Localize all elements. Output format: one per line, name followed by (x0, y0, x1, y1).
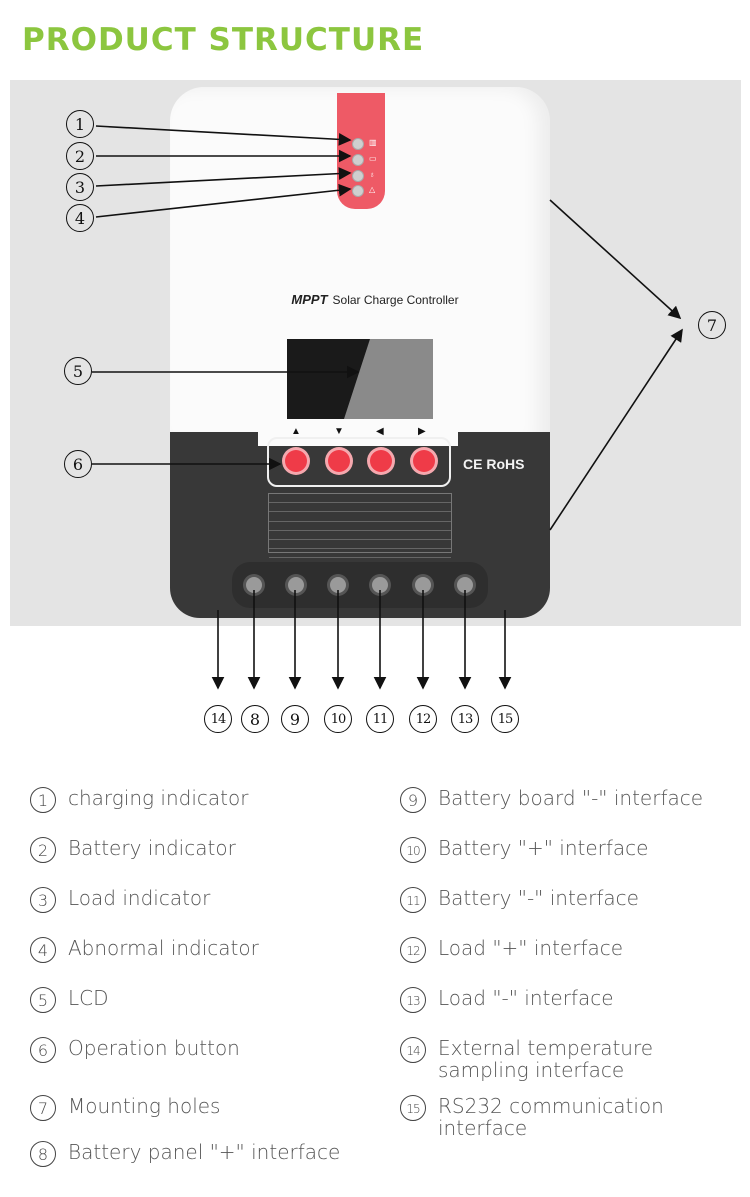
callout-14: 14 (204, 705, 232, 733)
page-title: PRODUCT STRUCTURE (22, 22, 425, 58)
callout-8: 8 (241, 705, 269, 733)
solar-panel-icon: ▥ (369, 138, 377, 147)
port-10 (330, 577, 346, 593)
port-9 (288, 577, 304, 593)
callout-4: 4 (66, 204, 94, 232)
down-button[interactable] (328, 450, 350, 472)
battery-icon: ▭ (369, 154, 377, 163)
callout-5: 5 (64, 357, 92, 385)
brand-label: MPPT Solar Charge Controller (0, 292, 750, 307)
load-led (352, 170, 364, 182)
warning-icon: △ (369, 185, 376, 194)
right-button[interactable] (413, 450, 435, 472)
callout-13: 13 (451, 705, 479, 733)
bulb-icon: ♁ (369, 170, 375, 179)
callout-lines (92, 125, 683, 690)
callout-2: 2 (66, 142, 94, 170)
callout-10: 10 (324, 705, 352, 733)
left-button[interactable] (370, 450, 392, 472)
up-button[interactable] (285, 450, 307, 472)
callout-3: 3 (66, 173, 94, 201)
right-arrow-icon: ▶ (418, 426, 426, 437)
cert-mark: CE RoHS (463, 456, 525, 472)
down-arrow-icon: ▼ (334, 426, 344, 437)
callout-15: 15 (491, 705, 519, 733)
port-13 (457, 577, 473, 593)
callout-12: 12 (409, 705, 437, 733)
brand-mppt: MPPT (291, 292, 328, 307)
left-arrow-icon: ◀ (376, 426, 384, 437)
battery-led (352, 154, 364, 166)
port-11 (372, 577, 388, 593)
port-bar (232, 562, 488, 608)
button-group-frame (267, 437, 451, 487)
abnormal-led (352, 185, 364, 197)
lcd-screen (287, 339, 433, 419)
callout-1: 1 (66, 110, 94, 138)
port-8 (246, 577, 262, 593)
up-arrow-icon: ▲ (291, 426, 301, 437)
charging-led (352, 138, 364, 150)
callout-9: 9 (281, 705, 309, 733)
callout-7: 7 (698, 311, 726, 339)
callout-6: 6 (64, 450, 92, 478)
port-12 (415, 577, 431, 593)
brand-text: Solar Charge Controller (332, 293, 459, 307)
callout-11: 11 (366, 705, 394, 733)
spec-label (268, 493, 452, 559)
